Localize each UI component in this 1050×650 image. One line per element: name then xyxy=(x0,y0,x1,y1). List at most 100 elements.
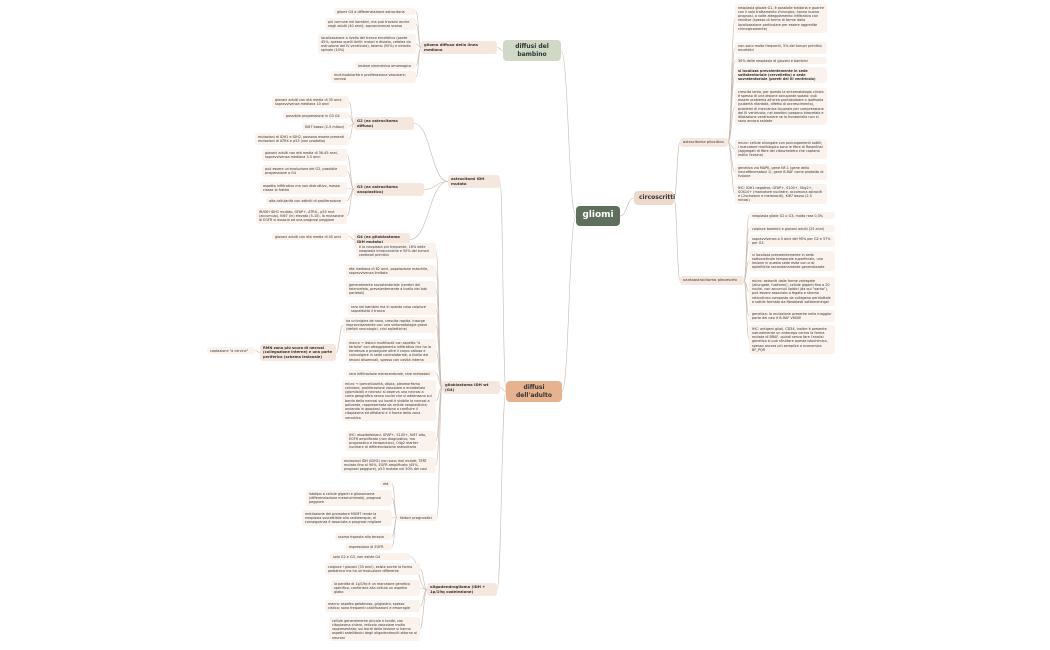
pilo-note-4: si localizza prevalentemente in sede sot… xyxy=(735,67,827,83)
connector-adult-oligo-oligo-note-3 xyxy=(419,587,428,590)
adult-idh-mut[interactable]: astrocitomi IDH mutato xyxy=(448,175,500,189)
gbm-note-10: mutazioni IDH (IDH2) non sono mai mutati… xyxy=(341,457,436,473)
oligo-note-1: solo G2 e G3, non esiste G4 xyxy=(330,553,410,561)
main-node-circ[interactable]: circoscritti xyxy=(634,191,675,205)
main-node-child[interactable]: diffusi del bambino xyxy=(503,40,561,61)
oligo-note-2: colpisce i giovani (35 anni), esiste anc… xyxy=(325,563,420,575)
connector-main-node-child-child-group xyxy=(496,47,504,51)
connector-adult-g3-g3-note-5 xyxy=(346,189,355,217)
connector-adult-idh-mut-adult-g2 xyxy=(413,123,449,182)
connector-adult-idh-mut-adult-g4 xyxy=(409,181,449,240)
pilo-note-8: IHC: IDH1 negativo, GFAP+, S100+, Olig2+… xyxy=(735,184,827,204)
connector-child-group-child-note-2 xyxy=(415,23,422,48)
connector-root-node-main-node-adult xyxy=(561,215,577,392)
connector-child-group-child-note-5 xyxy=(415,47,422,78)
connector-main-node-adult-adult-gbm xyxy=(499,387,507,392)
oligo-note-4: macro: aspetto gelatinoso, grigiastro, s… xyxy=(325,600,420,612)
connector-adult-idh-mut-adult-g3 xyxy=(423,181,449,190)
connector-adult-g2-g2-note-1 xyxy=(348,101,355,124)
gbm-note-2: età mediana di 62 anni, popolazione masc… xyxy=(346,265,436,277)
child-group[interactable]: glioma diffuso della linea mediana xyxy=(421,41,497,55)
circ-xanto[interactable]: xantoastrocitoma pleomorfo xyxy=(680,276,744,285)
connector-gbm-note-5-gbm-rmn xyxy=(335,324,344,353)
adult-g2[interactable]: G2 (ex astrocitoma diffuso) xyxy=(354,117,414,131)
gbm-note-3: generalmente sovratentoriale (cerebri de… xyxy=(346,281,436,297)
child-note-5: multinodularità e proliferazione vascola… xyxy=(331,71,416,83)
child-note-2: più comune nei bambini, ma può trovarsi … xyxy=(325,18,416,30)
fattori-note-2: istotipo a cellule giganti e gliosarcoma… xyxy=(306,490,392,506)
fattori-note-1: età xyxy=(380,480,392,488)
gbm-note-7: rara infiltrazione extracerebrale, rare … xyxy=(346,370,436,378)
g2-note-1: giovani adulti con età media di 35 anni;… xyxy=(272,96,349,108)
connector-circ-xanto-xanto-note-3 xyxy=(743,240,750,281)
gbm-note-1: è la neoplasia più frequente, 16% delle … xyxy=(356,243,436,259)
connector-main-node-adult-adult-oligo xyxy=(496,391,507,590)
g4-note-1: giovani adulti con età media di 45 anni xyxy=(272,233,349,241)
fattori-note-4: scarsa risposta alla terapia xyxy=(335,533,392,541)
connector-adult-gbm-adult-fattori xyxy=(436,387,443,518)
gbm-note-5: ha un'origine de novo, crescita rapida, … xyxy=(343,317,436,333)
gbm-note-6: macro → lesioni multifocali con aspetto … xyxy=(346,339,436,364)
main-node-adult[interactable]: diffusi dell'adulto xyxy=(506,381,562,402)
gbm-note-8: micro → ipercellularità, atipia, pleomor… xyxy=(342,380,436,422)
pilo-note-7: genetica via MAPK, gene NF-1 (gene della… xyxy=(735,164,827,180)
g3-note-3: aspetto infiltrativo ma non distruttivo,… xyxy=(260,182,347,194)
connector-main-node-circ-circ-pilocitico xyxy=(673,142,681,199)
connector-adult-oligo-oligo-note-5 xyxy=(419,589,428,630)
xanto-note-7: IHC: antigeni gliali, CD34, inoltre è pr… xyxy=(749,325,835,354)
xanto-note-2: colpisce bambini e giovani adulti (25 an… xyxy=(749,225,835,233)
connector-circ-pilocitico-pilo-note-4 xyxy=(727,74,736,143)
adult-gbm[interactable]: glioblastoma IDH wt (G4) xyxy=(442,381,500,395)
connector-circ-pilocitico-pilo-note-5 xyxy=(727,106,736,143)
xanto-note-3: sopravvivenza a 5 anni del 90% per G2 e … xyxy=(749,235,835,247)
child-note-4: lesione simmetrica omomagica xyxy=(355,62,416,70)
gbm-note-9: IHC: atopitofobiani, GFAP+, S100+, Ki67 … xyxy=(346,431,436,451)
xanto-note-1: neoplasia gliale G2 o G3, molto rara 0,3… xyxy=(749,212,835,220)
gbm-captazione: captazione "a cercine" xyxy=(207,347,255,355)
adult-g3[interactable]: G3 (ex astrocitoma anaplastico) xyxy=(354,183,424,197)
connector-circ-xanto-xanto-note-4 xyxy=(743,260,750,281)
connector-adult-oligo-oligo-note-2 xyxy=(419,568,428,590)
connector-adult-g3-g3-note-2 xyxy=(346,170,355,190)
connector-adult-fattori-fattori-note-2 xyxy=(391,497,398,518)
g2-note-2: possibile progressione in G3 G4 xyxy=(283,112,349,120)
connector-root-node-main-node-circ xyxy=(619,197,635,217)
pilo-note-2: non sono molto frequenti, 5% dei tumori … xyxy=(735,42,827,54)
pilo-note-6: micro: cellule allungate con prolungamen… xyxy=(735,139,827,159)
connector-adult-gbm-gbm-note-8 xyxy=(435,387,443,401)
connector-root-node-main-node-child xyxy=(560,50,577,217)
gbm-rmn[interactable]: RMN zona più scura di necrosi (collegazi… xyxy=(260,344,336,362)
oligo-note-3: la perdita di 1p/19q è un marcatore gene… xyxy=(331,580,420,596)
g3-note-2: può essere un'evoluzione del G2, possibi… xyxy=(262,165,347,177)
fattori-note-3: metilazione del promotore MGMT rende la … xyxy=(302,510,392,526)
connector-circ-pilocitico-pilo-note-6 xyxy=(727,142,736,150)
connector-circ-xanto-xanto-note-7 xyxy=(743,280,750,340)
oligo-note-5: cellule generalmente piccole e tonde, co… xyxy=(329,617,420,642)
connector-adult-gbm-gbm-note-3 xyxy=(435,288,443,388)
connector-adult-fattori-fattori-note-3 xyxy=(391,517,398,519)
connector-adult-g2-g2-note-4 xyxy=(348,123,355,140)
connector-adult-fattori-fattori-note-5 xyxy=(391,517,398,547)
xanto-note-5: micro: astrociti dalle forme variegate (… xyxy=(749,277,835,306)
connector-adult-fattori-fattori-note-1 xyxy=(391,483,398,518)
connector-adult-g3-g3-note-1 xyxy=(346,154,355,190)
g2-note-4: mutazioni di IDH1 e IDH2, possono essere… xyxy=(255,133,349,145)
adult-fattori[interactable]: fattori prognostici xyxy=(397,514,437,522)
circ-pilocitico[interactable]: astrocitoma pilocitico xyxy=(680,138,728,147)
adult-oligo[interactable]: oligodendroglioma (IDH + 1p/19q codelezi… xyxy=(427,583,497,597)
g3-note-5: IR/IDH IDH1 mutato, GFAP+, ATRX-, p53 mu… xyxy=(256,208,347,224)
child-note-1: gliomi G4 a differenziazione astrocitari… xyxy=(334,8,416,16)
pilo-note-1: neoplasia glioale G1, è possibile tratta… xyxy=(735,4,827,33)
g3-note-1: giovani adulti con età media di 36-45 an… xyxy=(262,149,347,161)
connector-adult-gbm-gbm-note-6 xyxy=(435,350,443,388)
connector-child-group-child-note-3 xyxy=(415,43,422,48)
child-note-3: localizzazione a livello del tronco ence… xyxy=(318,34,416,54)
root-node[interactable]: gliomi xyxy=(576,206,620,226)
connector-adult-gbm-gbm-note-7 xyxy=(435,373,443,388)
gbm-note-4: raro nei bambini ma in questo caso colpi… xyxy=(348,303,436,315)
g3-note-4: alta cellularità con attiviti di prolife… xyxy=(266,197,347,205)
connector-main-node-circ-circ-xanto xyxy=(673,197,681,281)
fattori-note-5: espressione di EGFR xyxy=(346,543,392,551)
